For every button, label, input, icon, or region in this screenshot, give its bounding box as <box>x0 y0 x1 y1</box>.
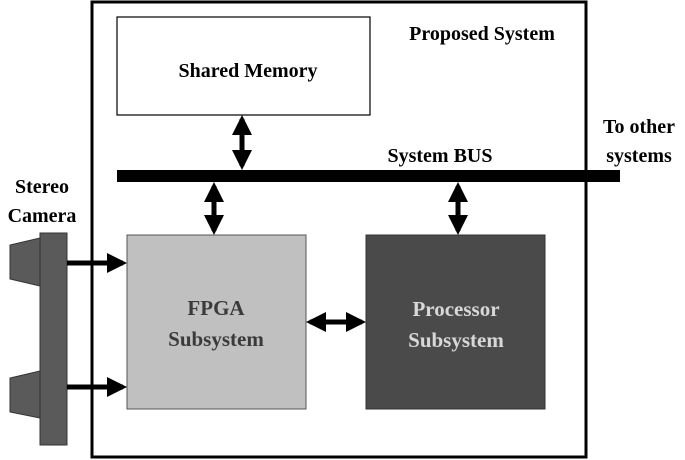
fpga-label-line1: FPGA <box>187 296 245 320</box>
camera-body <box>39 232 68 446</box>
fpga-label-line2: Subsystem <box>168 327 264 351</box>
camera-lens-bottom <box>9 370 41 419</box>
system-boundary <box>90 0 588 459</box>
external-label-line2: systems <box>606 145 672 167</box>
fpga-subsystem-box <box>126 234 307 410</box>
stereo-camera-icon <box>9 232 68 446</box>
system-title: Proposed System <box>409 23 555 45</box>
system-bus-line <box>117 170 620 182</box>
camera-label-line2: Camera <box>8 205 77 227</box>
shared-memory-label: Shared Memory <box>178 60 317 82</box>
camera-lens-top <box>9 237 41 287</box>
shared-memory-box <box>116 16 371 116</box>
processor-subsystem-box <box>365 234 546 410</box>
external-label-line1: To other <box>603 116 675 138</box>
system-bus-label: System BUS <box>387 145 492 167</box>
processor-label-line2: Subsystem <box>408 328 504 352</box>
processor-label-line1: Processor <box>412 297 499 321</box>
camera-label-line1: Stereo <box>15 176 69 198</box>
